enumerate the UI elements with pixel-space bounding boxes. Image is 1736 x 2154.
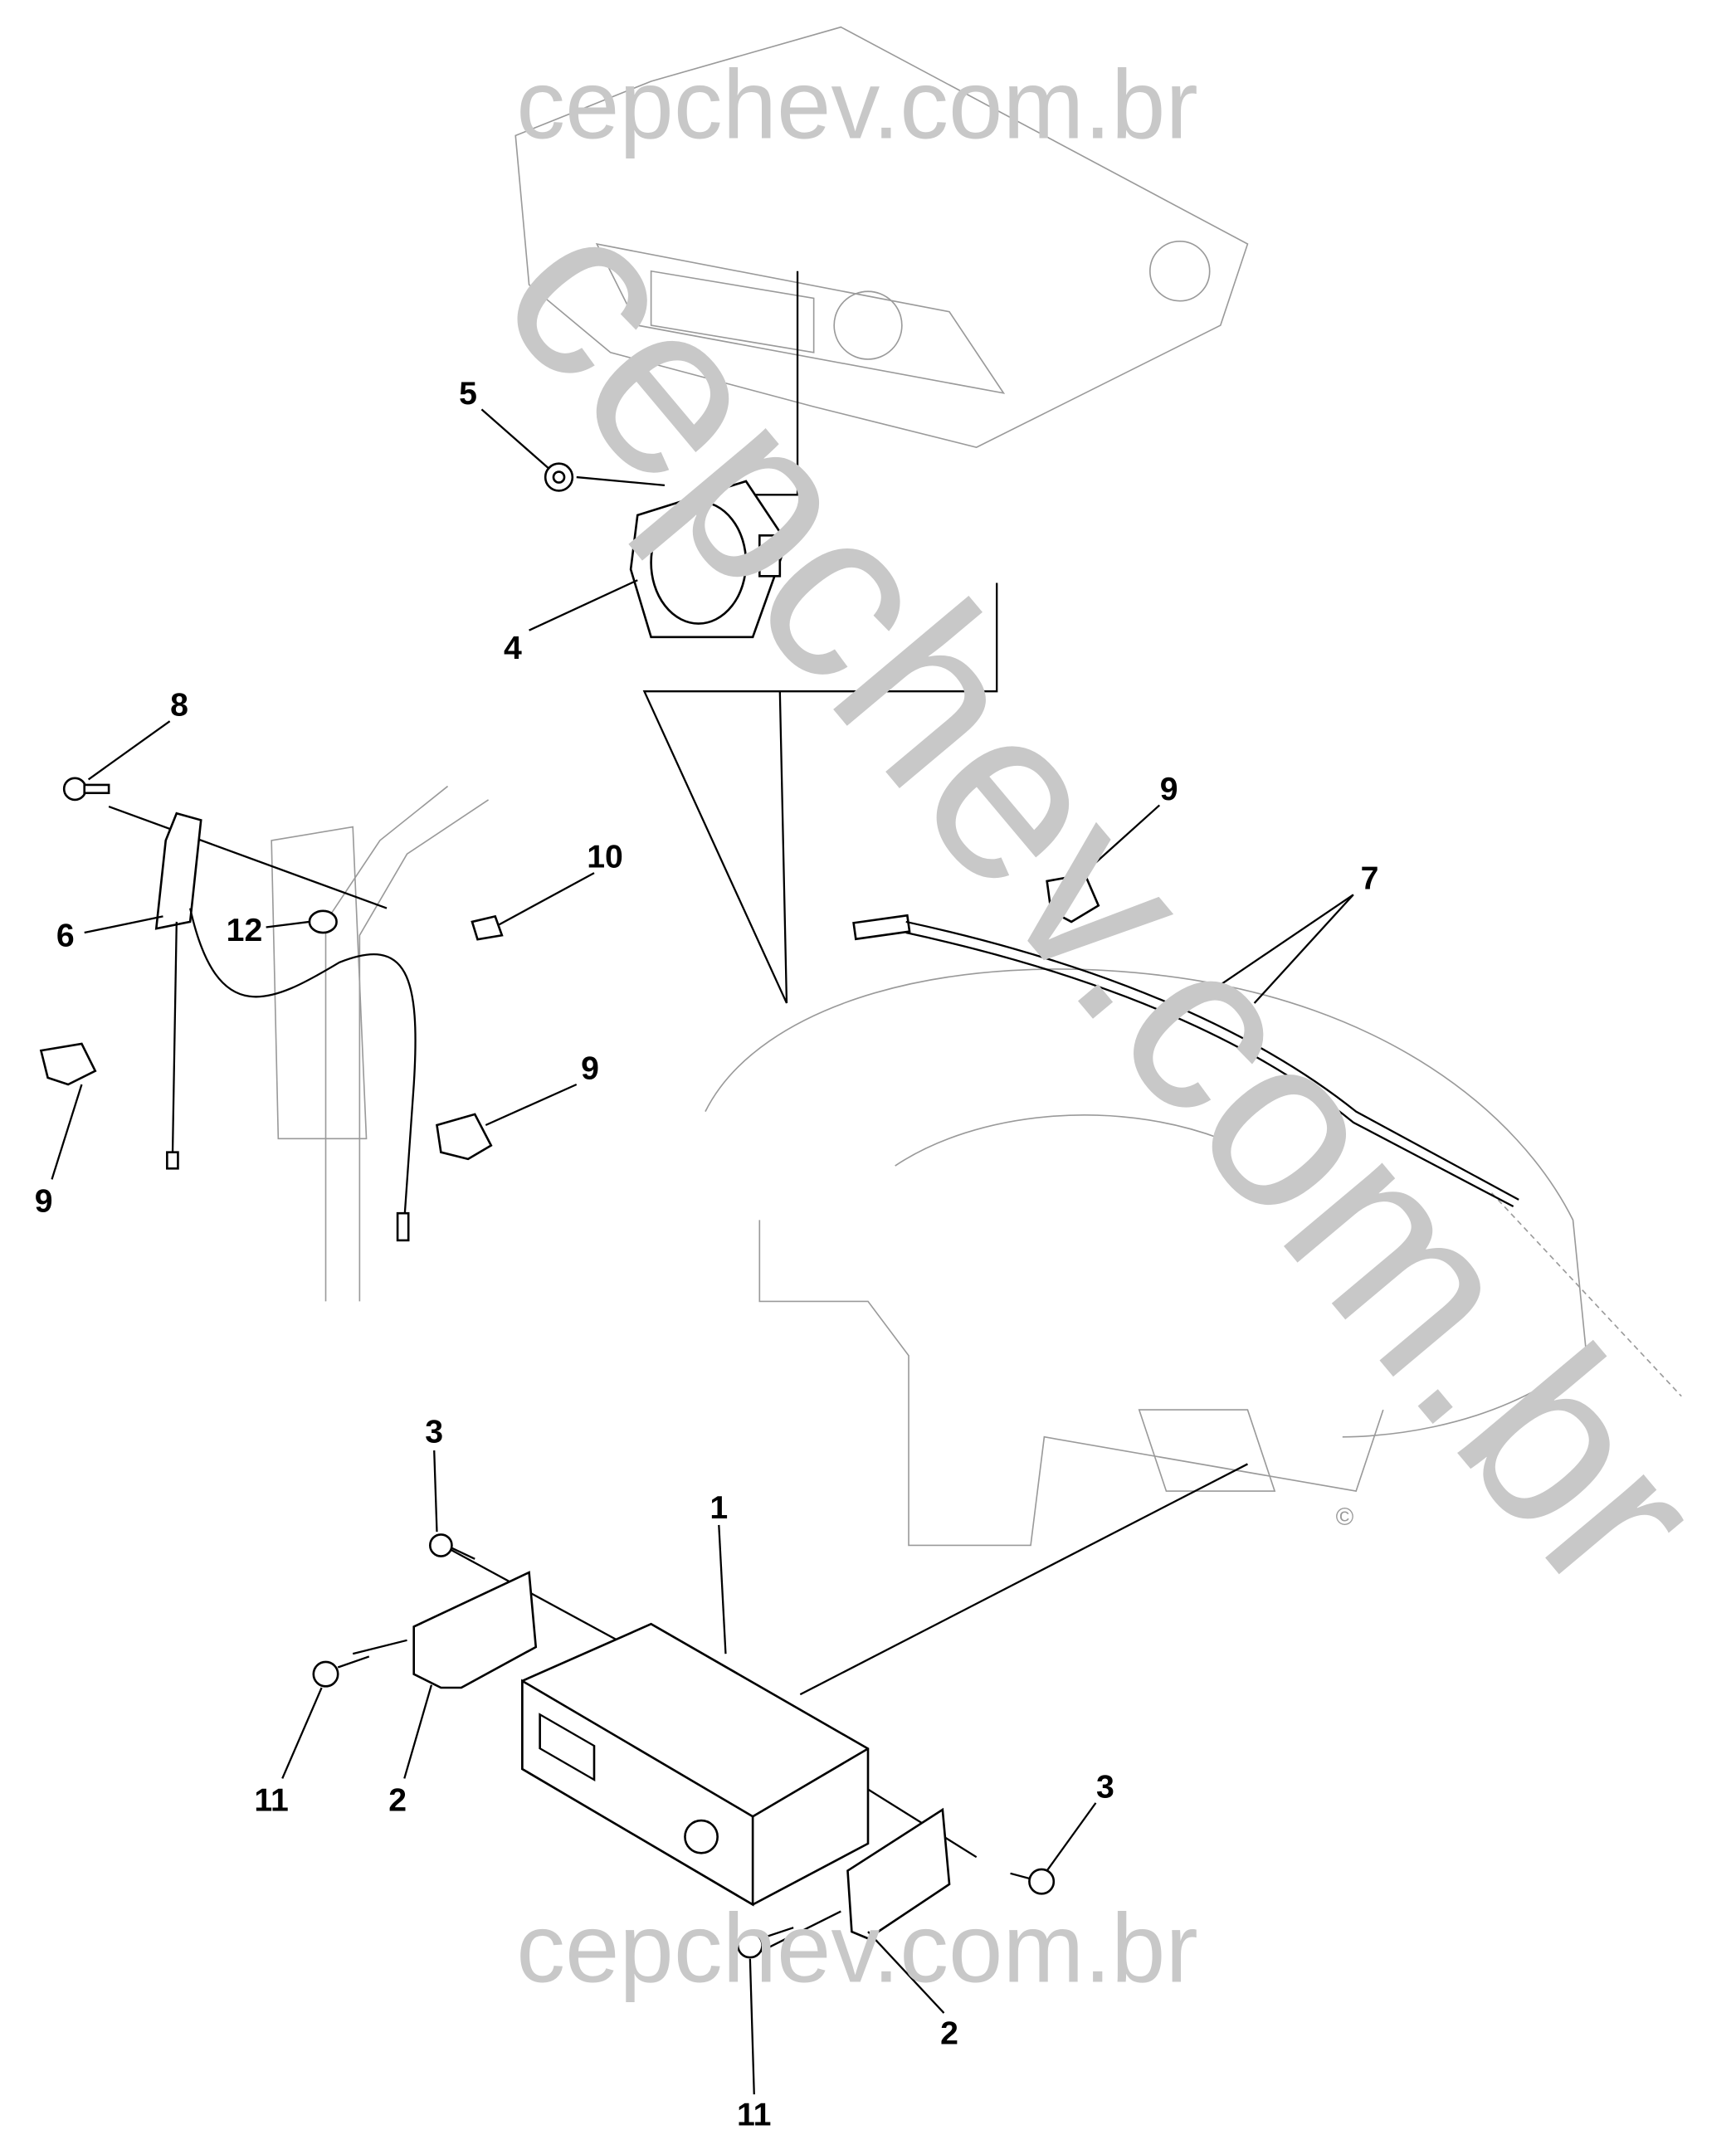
antenna-bolt (62, 777, 110, 802)
bracket-left (412, 1571, 538, 1689)
door-pillar-outline (271, 785, 490, 1302)
callout-8: 8 (170, 688, 188, 724)
callout-5: 5 (459, 376, 477, 412)
speaker-nut (544, 462, 574, 492)
callout-4: 4 (504, 631, 522, 666)
callout-3: 3 (425, 1414, 443, 1450)
callout-pointers (51, 408, 1354, 2095)
grommet (471, 914, 504, 941)
callout-2: 2 (388, 1783, 407, 1819)
callout-6: 6 (56, 918, 75, 953)
callout-9: 9 (581, 1050, 599, 1086)
copyright-mark: © (1336, 1503, 1354, 1531)
antenna (154, 811, 417, 1242)
dashboard-top-outline (514, 26, 1249, 448)
speaker (629, 480, 788, 639)
clip-right (1046, 873, 1100, 923)
clip-left (39, 1042, 97, 1086)
callout-3: 3 (1096, 1769, 1114, 1805)
watermark-top: cepchev.com.br (516, 51, 1197, 159)
callout-11: 11 (254, 1783, 288, 1819)
watermark-bottom: cepchev.com.br (516, 1894, 1197, 2003)
callout-7: 7 (1361, 861, 1379, 897)
radio (521, 1622, 870, 1907)
screw-upper (428, 1533, 475, 1560)
callout-12: 12 (227, 913, 263, 948)
antenna-cable (852, 914, 1519, 1208)
clip-middle (436, 1113, 493, 1161)
plug (308, 909, 338, 934)
bolt-bottom (736, 1927, 794, 1959)
bracket-right (846, 1807, 951, 1940)
callout-1: 1 (710, 1490, 728, 1526)
callout-10: 10 (587, 840, 623, 875)
dashboard-lower-outline: © (705, 968, 1682, 1547)
callout-11: 11 (737, 2098, 771, 2133)
callout-9: 9 (1160, 772, 1178, 807)
bolt-left (312, 1655, 370, 1688)
screw-right (1010, 1868, 1056, 1895)
callout-9: 9 (35, 1184, 53, 1220)
callout-2: 2 (940, 2016, 958, 2052)
watermark-diagonal: cepchev.com.br (450, 160, 1736, 1641)
